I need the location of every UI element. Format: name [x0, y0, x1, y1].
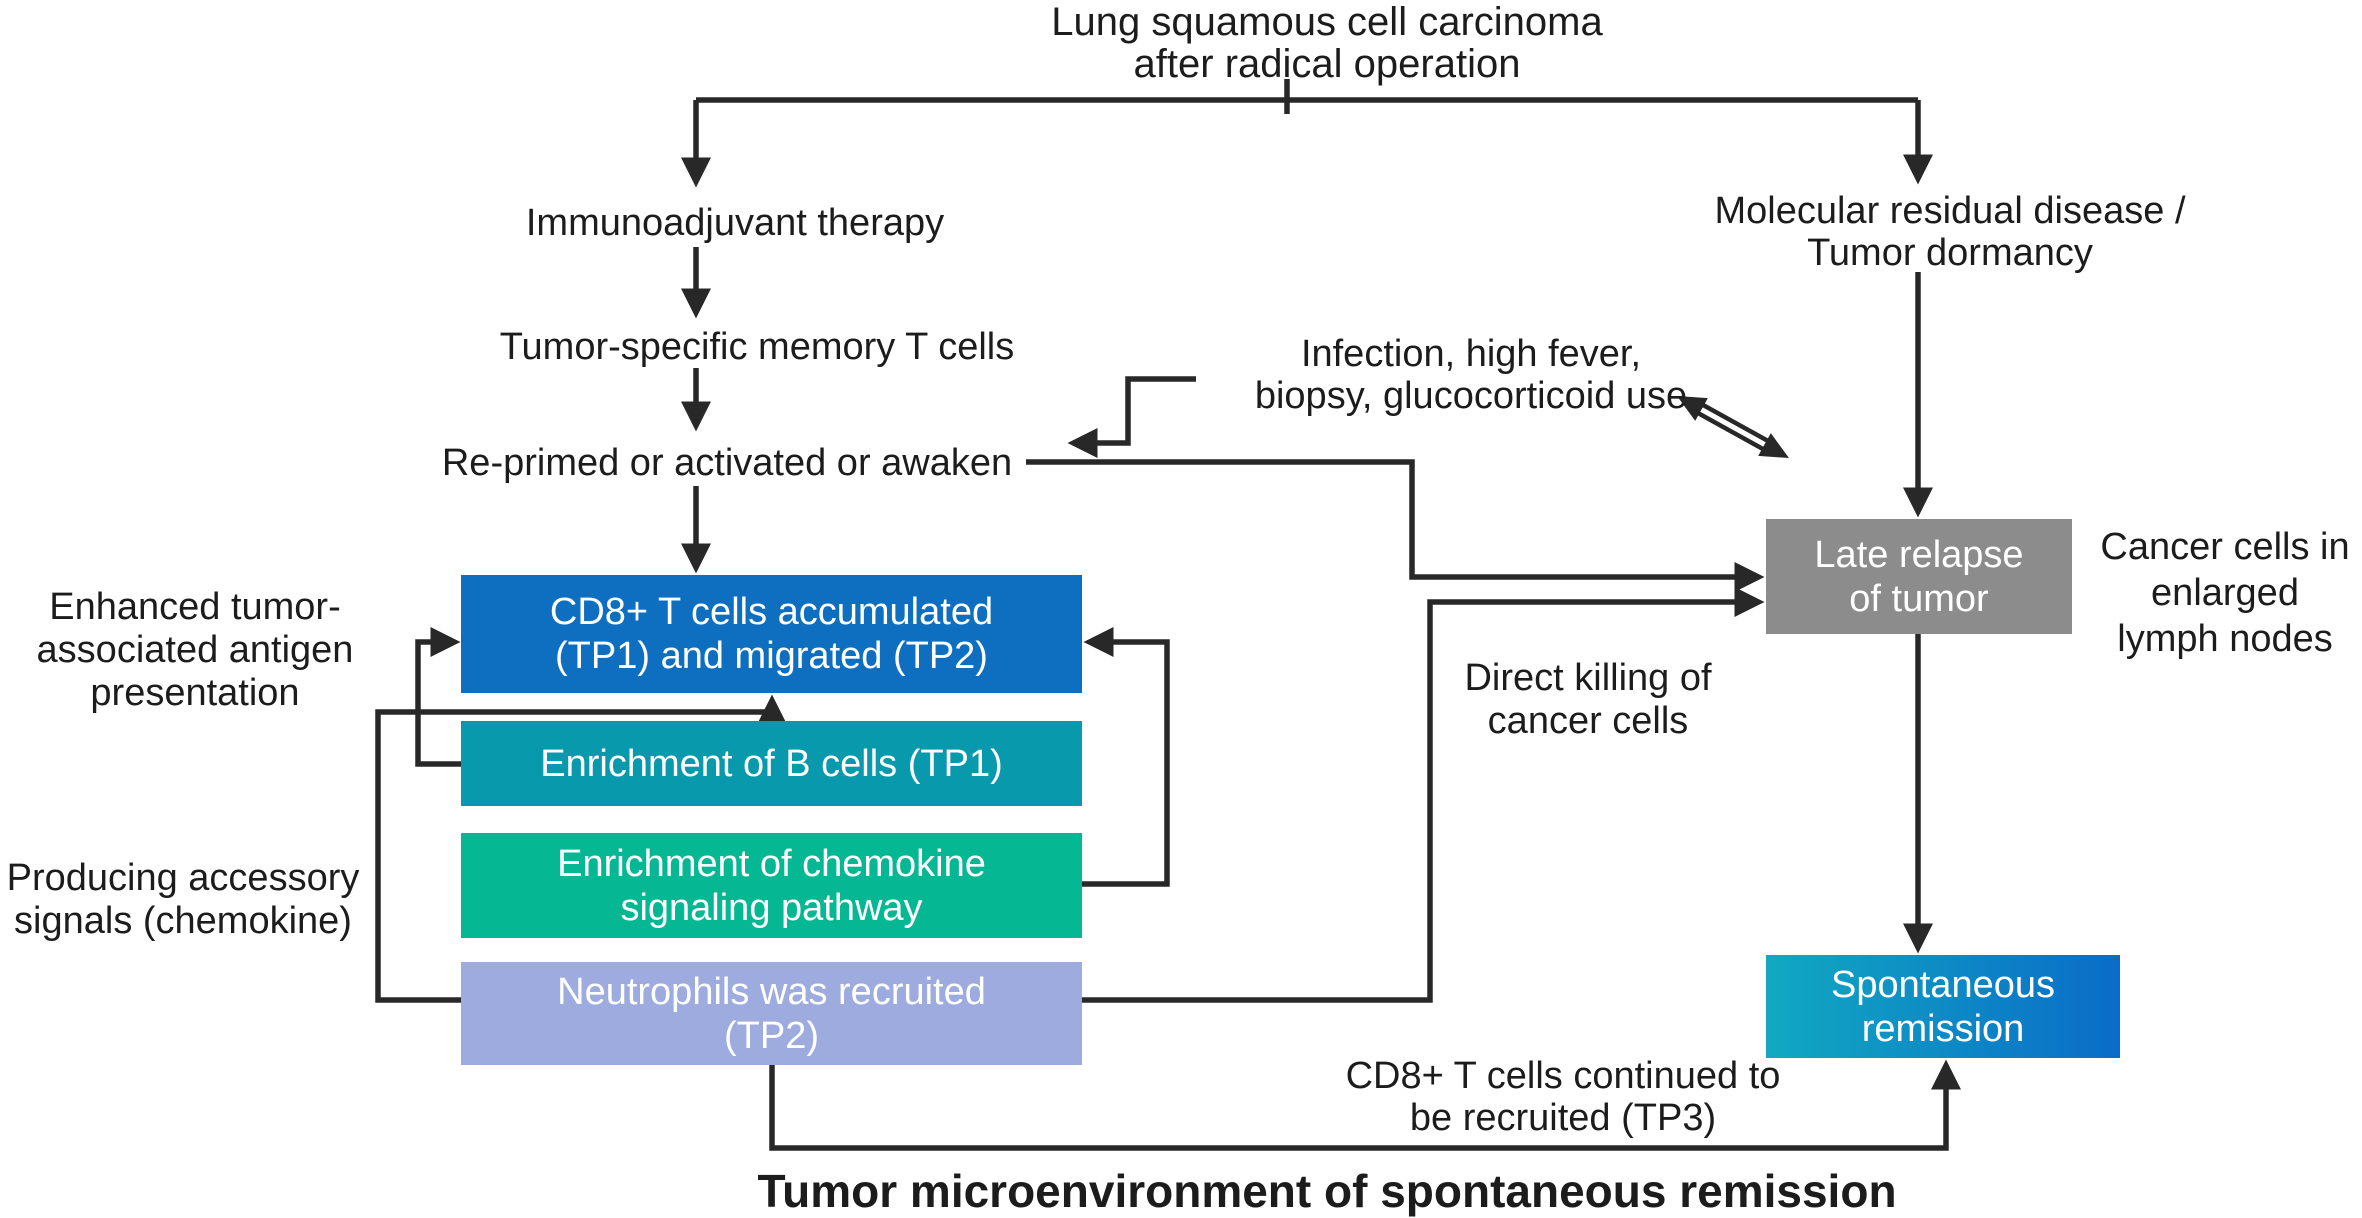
label-line: CD8+ T cells continued to: [1345, 1055, 1781, 1097]
label-cancer-cells-lymph-nodes: Cancer cells in enlarged lymph nodes: [2100, 524, 2349, 662]
box-line: Enrichment of B cells (TP1): [540, 742, 1003, 785]
label-direct-killing: Direct killing of cancer cells: [1464, 657, 1711, 743]
label-molecular-residual-disease: Molecular residual disease / Tumor dorma…: [1714, 190, 2185, 274]
arrow-infection-to-reprimed: [1067, 376, 1196, 458]
arrow-reprimed-to-laterelapse: [1026, 459, 1765, 592]
label-cd8-continued-recruited: CD8+ T cells continued to be recruited (…: [1346, 1055, 1781, 1139]
label-line: enlarged: [2151, 572, 2299, 614]
label-producing-accessory-signals: Producing accessory signals (chemokine): [7, 857, 360, 943]
arrow-neutrophils-to-spontaneous: [769, 1059, 1961, 1151]
box-line: Neutrophils was recruited: [557, 970, 986, 1013]
label-tumor-specific-memory-t-cells: Tumor-specific memory T cells: [499, 326, 1015, 368]
box-line: (TP1) and migrated (TP2): [555, 635, 988, 677]
label-line: be recruited (TP3): [1409, 1097, 1717, 1139]
label-line: Molecular residual disease /: [1714, 190, 2186, 232]
top-title: Lung squamous cell carcinoma after radic…: [1051, 1, 1602, 85]
box-line: Spontaneous: [1831, 963, 2055, 1006]
b-cells-box: Enrichment of B cells (TP1): [461, 721, 1082, 806]
label-line: lymph nodes: [2117, 618, 2333, 660]
cd8-t-cells-box: CD8+ T cells accumulated (TP1) and migra…: [461, 575, 1082, 693]
bottom-title: Tumor microenvironment of spontaneous re…: [757, 1165, 1897, 1217]
label-infection-high-fever: Infection, high fever, biopsy, glucocort…: [1255, 333, 1687, 417]
neutrophils-box: Neutrophils was recruited (TP2): [461, 962, 1082, 1065]
label-line: presentation: [90, 672, 300, 714]
box-line: CD8+ T cells accumulated: [549, 591, 994, 633]
box-line: of tumor: [1849, 577, 1989, 620]
box-line: Late relapse: [1814, 533, 2024, 576]
double-arrow-infection-laterelapse: [1677, 395, 1789, 459]
box-line: signaling pathway: [620, 886, 923, 929]
label-line: Enhanced tumor-: [49, 586, 341, 628]
label-line: associated antigen: [36, 629, 354, 671]
label-line: Direct killing of: [1464, 657, 1712, 699]
top-title-line: after radical operation: [1133, 42, 1521, 86]
label-line: cancer cells: [1487, 700, 1689, 742]
label-enhanced-antigen-presentation: Enhanced tumor- associated antigen prese…: [37, 586, 354, 715]
arrow-neutrophils-to-laterelapse: [1082, 587, 1765, 1003]
arrow-bcells-to-cd8box: [415, 627, 461, 767]
spontaneous-remission-box: Spontaneous remission: [1766, 955, 2120, 1058]
label-line: biopsy, glucocorticoid use: [1254, 375, 1688, 417]
label-reprimed-activated-awaken: Re-primed or activated or awaken: [441, 442, 1013, 484]
label-line: Infection, high fever,: [1300, 333, 1642, 375]
label-line: Producing accessory: [6, 857, 360, 899]
top-title-line: Lung squamous cell carcinoma: [1051, 0, 1603, 44]
label-line: Tumor dormancy: [1807, 232, 2093, 274]
arrow-neutrophils-to-cd8box: [375, 694, 787, 1003]
box-line: remission: [1861, 1007, 2025, 1050]
box-line: (TP2): [724, 1014, 819, 1057]
arrow-chemokine-to-cd8box: [1082, 627, 1170, 887]
box-line: Enrichment of chemokine: [557, 842, 986, 885]
late-relapse-box: Late relapse of tumor: [1766, 519, 2072, 634]
label-line: signals (chemokine): [14, 900, 352, 942]
chemokine-pathway-box: Enrichment of chemokine signaling pathwa…: [461, 833, 1082, 938]
label-line: Cancer cells in: [2100, 526, 2350, 568]
label-immunoadjuvant-therapy: Immunoadjuvant therapy: [525, 202, 945, 244]
